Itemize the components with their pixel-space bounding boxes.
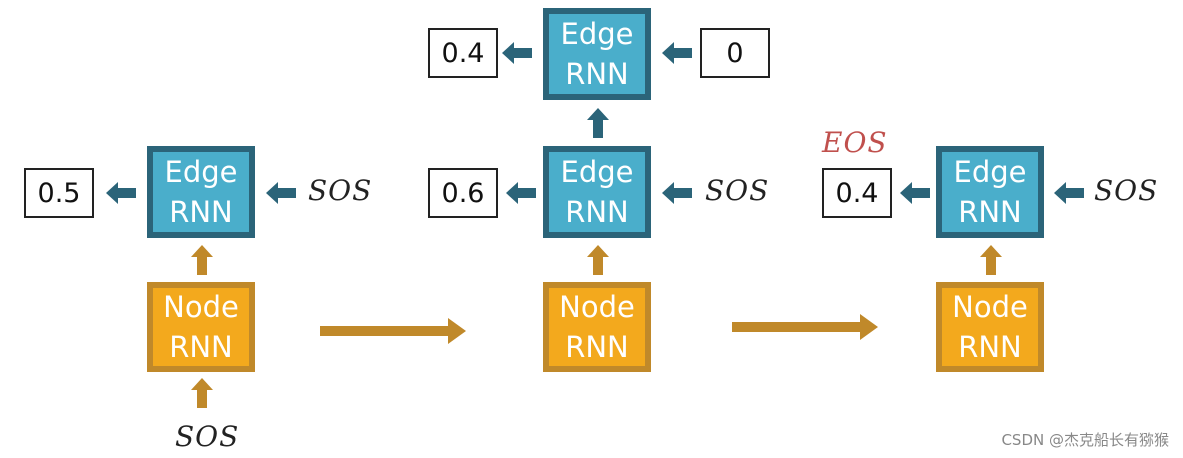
arrow-left-icon: [106, 182, 136, 204]
step2-lower-output-value: 0.6: [428, 168, 498, 218]
edge-label-line2: RNN: [565, 57, 629, 91]
step2-lower-edge-rnn: Edge RNN: [543, 146, 651, 238]
edge-label-line1: Edge: [560, 155, 634, 189]
node-label-line1: Node: [163, 290, 239, 324]
edge-label-line1: Edge: [164, 155, 238, 189]
arrow-up-icon: [587, 108, 609, 138]
arrow-left-icon: [662, 42, 692, 64]
step3-eos-label: EOS: [822, 126, 888, 159]
edge-label-line1: Edge: [953, 155, 1027, 189]
step1-node-rnn: Node RNN: [147, 282, 255, 372]
step3-edge-rnn: Edge RNN: [936, 146, 1044, 238]
flow-arrow-right-icon: [732, 314, 878, 340]
watermark: CSDN @杰克船长有猕猴: [1001, 431, 1169, 449]
arrow-up-icon: [587, 245, 609, 275]
arrow-left-icon: [506, 182, 536, 204]
step1-output-value: 0.5: [24, 168, 94, 218]
node-label-line2: RNN: [958, 330, 1022, 364]
step1-edge-sos: SOS: [308, 174, 373, 207]
step2-upper-output-value: 0.4: [428, 28, 498, 78]
arrow-left-icon: [1054, 182, 1084, 204]
step2-upper-input-value: 0: [700, 28, 770, 78]
arrow-up-icon: [191, 245, 213, 275]
step3-output-value: 0.4: [822, 168, 892, 218]
step1-edge-rnn: Edge RNN: [147, 146, 255, 238]
edge-label-line2: RNN: [565, 195, 629, 229]
node-label-line1: Node: [559, 290, 635, 324]
step3-node-rnn: Node RNN: [936, 282, 1044, 372]
flow-arrow-right-icon: [320, 318, 466, 344]
arrow-up-icon: [980, 245, 1002, 275]
step1-node-sos: SOS: [175, 420, 240, 453]
node-label-line2: RNN: [169, 330, 233, 364]
node-label-line1: Node: [952, 290, 1028, 324]
arrow-left-icon: [900, 182, 930, 204]
edge-label-line2: RNN: [958, 195, 1022, 229]
step2-edge-sos: SOS: [705, 174, 770, 207]
node-label-line2: RNN: [565, 330, 629, 364]
step2-node-rnn: Node RNN: [543, 282, 651, 372]
arrow-left-icon: [662, 182, 692, 204]
arrow-left-icon: [502, 42, 532, 64]
arrow-up-icon: [191, 378, 213, 408]
arrow-left-icon: [266, 182, 296, 204]
step2-upper-edge-rnn: Edge RNN: [543, 8, 651, 100]
edge-label-line2: RNN: [169, 195, 233, 229]
step3-edge-sos: SOS: [1094, 174, 1159, 207]
edge-label-line1: Edge: [560, 17, 634, 51]
